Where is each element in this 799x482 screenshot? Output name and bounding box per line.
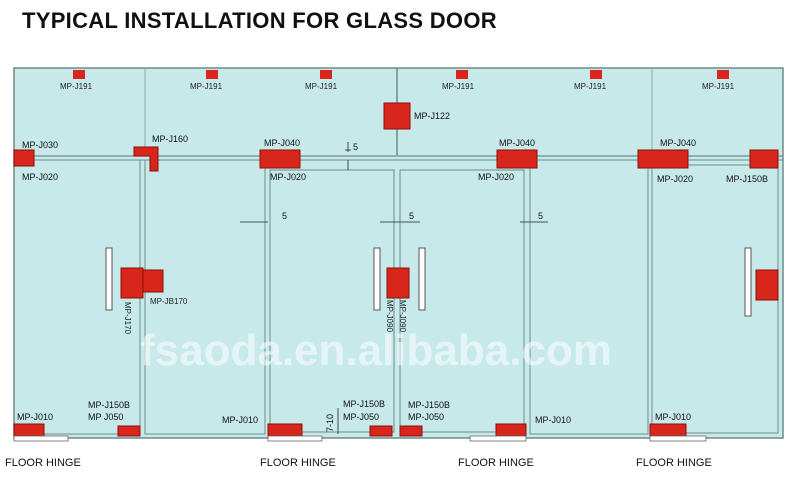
label-vertical-j090: MP-J090: [398, 300, 407, 333]
label-j122: MP-J122: [414, 111, 450, 121]
fitting-j090: [755, 269, 779, 301]
label-j050: MP-J050: [343, 412, 379, 422]
label-j020: MP-J020: [22, 172, 58, 182]
floor-hinge-label: FLOOR HINGE: [636, 457, 712, 469]
label-jb170: MP-JB170: [150, 297, 188, 306]
label-j191: MP-J191: [190, 82, 223, 91]
glass-panel: [13, 67, 784, 439]
label-j010: MP-J010: [222, 415, 258, 425]
floor-hinge-label: FLOOR HINGE: [458, 457, 534, 469]
label-j010: MP-J010: [535, 415, 571, 425]
label-j191: MP-J191: [574, 82, 607, 91]
label-j030: MP-J030: [22, 140, 58, 150]
floor-hinge-label: FLOOR HINGE: [5, 457, 81, 469]
diagram-title: TYPICAL INSTALLATION FOR GLASS DOOR: [22, 8, 497, 33]
fitting-j010: [267, 423, 303, 437]
fitting-j122: [383, 102, 411, 130]
door-leaf-2: [399, 169, 525, 433]
label-j050: MP J050: [88, 412, 123, 422]
label-j010: MP-J010: [655, 412, 691, 422]
dim-5: 5: [538, 211, 543, 221]
label-j020: MP-J020: [478, 172, 514, 182]
dim-5: 5: [282, 211, 287, 221]
dim-5: 5: [353, 142, 358, 152]
fitting-j050: [399, 425, 423, 437]
floor-hinge-label: FLOOR HINGE: [260, 457, 336, 469]
floor-hinge-plate: [13, 435, 69, 442]
label-vertical-j170: MP-J170: [123, 302, 132, 335]
floor-hinge-plate: [267, 435, 323, 442]
fixed-panel-mid-right: [529, 159, 649, 435]
fitting-j191: [590, 70, 602, 79]
fitting-j030: [13, 149, 35, 167]
fitting-j191: [206, 70, 218, 79]
label-j050: MP-J050: [408, 412, 444, 422]
fitting-j191: [717, 70, 729, 79]
fitting-j050: [369, 425, 393, 437]
fitting-j010: [495, 423, 527, 437]
fitting-j010: [649, 423, 687, 437]
fitting-j040: [496, 149, 538, 169]
dimension-marks: [240, 142, 548, 434]
label-j150b-top: MP-J150B: [726, 174, 768, 184]
door-handle: [744, 247, 752, 317]
fitting-j160: [133, 146, 159, 172]
label-j150b: MP-J150B: [343, 399, 385, 409]
label-j191: MP-J191: [702, 82, 735, 91]
fitting-j191: [73, 70, 85, 79]
floor-hinge-plate: [469, 435, 527, 442]
door-handle: [105, 247, 113, 311]
fitting-j150b-top: [749, 149, 779, 169]
fitting-j191: [320, 70, 332, 79]
fixed-panel-mid-left: [269, 169, 395, 433]
label-j150b: MP-J150B: [408, 400, 450, 410]
door-handle: [418, 247, 426, 311]
door-leaf-1: [144, 159, 266, 435]
label-j150b: MP-J150B: [88, 400, 130, 410]
label-j191: MP-J191: [60, 82, 93, 91]
label-j160: MP-J160: [152, 134, 188, 144]
watermark: fsaoda.en.alibaba.com: [140, 326, 612, 375]
fitting-j040: [259, 149, 301, 169]
fitting-j010: [13, 423, 45, 437]
fitting-j090: [386, 267, 410, 299]
label-j010: MP-J010: [17, 412, 53, 422]
label-j040: MP-J040: [264, 138, 300, 148]
label-vertical-j090: MP-J090: [385, 300, 394, 333]
label-j020: MP-J020: [657, 174, 693, 184]
label-j191: MP-J191: [305, 82, 338, 91]
fitting-jb170: [142, 269, 164, 293]
dim-5: 5: [409, 211, 414, 221]
fitting-j150b-bottom: [117, 425, 141, 437]
floor-hinge-plate: [649, 435, 707, 442]
fitting-j191: [456, 70, 468, 79]
label-j020: MP-J020: [270, 172, 306, 182]
label-j191: MP-J191: [442, 82, 475, 91]
dim-7-10: 7-10: [325, 414, 335, 432]
door-handle: [373, 247, 381, 311]
fitting-jb170: [120, 267, 144, 299]
label-j040: MP-J040: [660, 138, 696, 148]
label-j040: MP-J040: [499, 138, 535, 148]
fitting-j040: [637, 149, 689, 169]
